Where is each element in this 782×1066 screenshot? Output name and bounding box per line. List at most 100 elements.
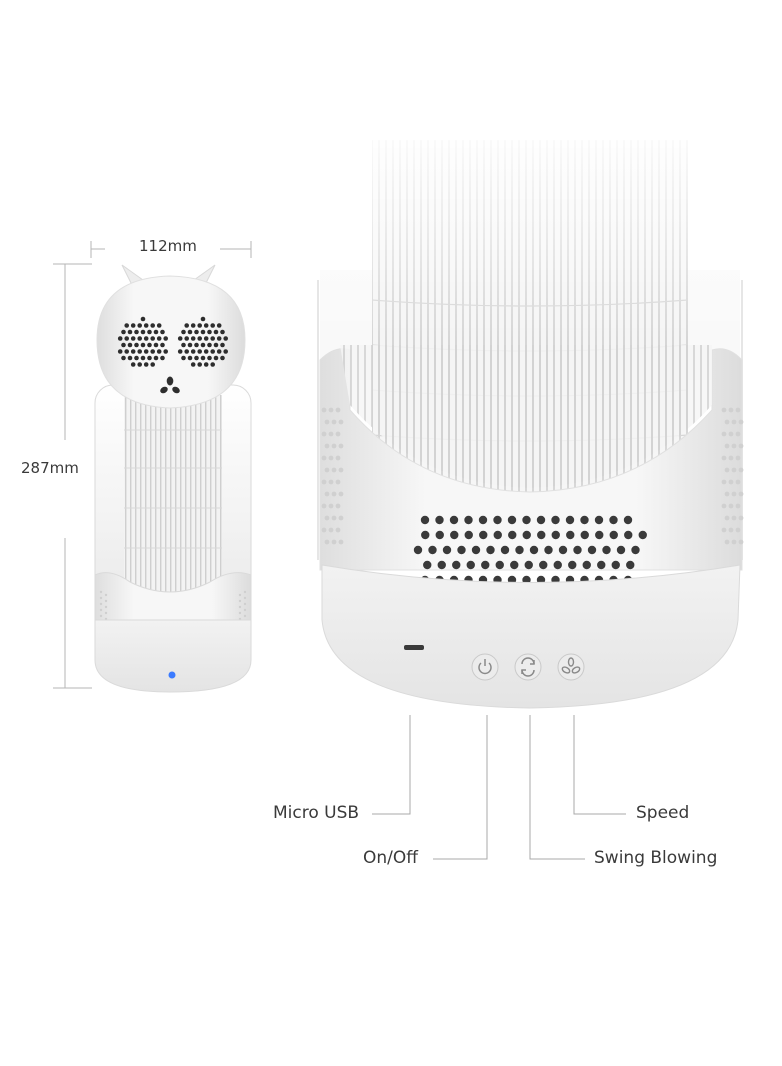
width-dimension-label: 112mm bbox=[139, 237, 197, 255]
vent-hole bbox=[203, 349, 209, 354]
vent-hole bbox=[466, 560, 475, 570]
vent-hole bbox=[335, 431, 341, 437]
vent-hole bbox=[121, 329, 126, 335]
vent-hole bbox=[150, 336, 155, 341]
vent-hole bbox=[194, 329, 199, 335]
vent-hole bbox=[213, 342, 219, 348]
vent-hole bbox=[150, 323, 155, 328]
vent-hole bbox=[544, 545, 553, 555]
speed-button bbox=[557, 653, 585, 681]
vent-hole bbox=[220, 355, 225, 361]
vent-hole bbox=[216, 349, 222, 354]
vent-hole bbox=[220, 329, 225, 335]
vent-hole bbox=[156, 349, 162, 354]
eye-grille-left bbox=[117, 316, 168, 367]
vent-hole bbox=[134, 329, 139, 335]
vent-hole bbox=[243, 596, 247, 600]
vent-hole bbox=[536, 515, 546, 525]
vent-hole bbox=[449, 515, 459, 525]
vent-hole bbox=[328, 527, 334, 533]
vent-hole bbox=[338, 539, 344, 545]
vent-hole bbox=[602, 545, 611, 555]
vent-hole bbox=[163, 349, 168, 354]
vent-hole bbox=[124, 349, 129, 354]
micro-usb-label: Micro USB bbox=[273, 803, 360, 823]
vent-hole bbox=[551, 530, 560, 540]
vent-hole bbox=[728, 407, 734, 413]
vent-hole bbox=[582, 560, 591, 570]
vent-hole bbox=[624, 530, 633, 540]
vent-hole bbox=[153, 329, 159, 335]
vent-hole bbox=[328, 503, 334, 509]
vent-hole bbox=[597, 560, 606, 570]
vent-hole bbox=[335, 503, 341, 509]
vent-hole bbox=[190, 336, 196, 341]
vent-hole bbox=[190, 349, 196, 354]
vent-hole bbox=[99, 608, 103, 612]
vent-hole bbox=[568, 560, 577, 570]
vent-hole bbox=[738, 539, 744, 545]
vent-hole bbox=[335, 455, 341, 461]
vent-hole bbox=[738, 419, 744, 425]
vent-hole bbox=[731, 515, 737, 521]
fan-speed-icon bbox=[561, 657, 581, 674]
vent-hole bbox=[515, 545, 524, 555]
vent-hole bbox=[177, 349, 183, 354]
vent-hole bbox=[140, 355, 146, 361]
vent-hole bbox=[147, 329, 152, 335]
vent-hole bbox=[335, 479, 341, 485]
vent-hole bbox=[200, 316, 206, 322]
vent-hole bbox=[631, 545, 640, 555]
vent-hole bbox=[184, 336, 189, 341]
vent-hole bbox=[493, 515, 502, 525]
vent-hole bbox=[160, 355, 165, 361]
vent-hole bbox=[143, 349, 149, 354]
vent-hole bbox=[324, 491, 330, 497]
vent-hole bbox=[187, 329, 193, 335]
vent-hole bbox=[124, 336, 129, 341]
vent-hole bbox=[134, 342, 139, 348]
vent-hole bbox=[238, 611, 242, 615]
vent-hole bbox=[486, 545, 495, 555]
vent-hole bbox=[207, 355, 212, 361]
vent-hole bbox=[522, 530, 531, 540]
vent-hole bbox=[495, 560, 504, 570]
vent-hole bbox=[721, 503, 727, 509]
swing-blowing-label: Swing Blowing bbox=[594, 848, 718, 868]
vent-hole bbox=[457, 545, 466, 555]
vent-hole bbox=[464, 515, 473, 525]
vent-hole bbox=[321, 503, 327, 509]
vent-hole bbox=[187, 342, 193, 348]
vent-hole bbox=[442, 545, 452, 555]
vent-hole bbox=[140, 342, 146, 348]
vent-hole bbox=[216, 323, 222, 328]
vent-hole bbox=[735, 407, 741, 413]
vent-hole bbox=[104, 611, 108, 615]
vent-hole bbox=[210, 323, 215, 328]
vent-hole bbox=[331, 443, 337, 449]
vent-hole bbox=[160, 342, 165, 348]
vent-hole bbox=[190, 323, 196, 328]
vent-hole bbox=[735, 431, 741, 437]
vent-hole bbox=[328, 407, 334, 413]
vent-hole bbox=[507, 515, 517, 525]
vent-hole bbox=[738, 491, 744, 497]
vent-hole bbox=[160, 329, 165, 335]
vent-hole bbox=[721, 527, 727, 533]
vent-hole bbox=[331, 491, 337, 497]
vent-hole bbox=[493, 530, 502, 540]
vent-hole bbox=[724, 539, 730, 545]
vent-hole bbox=[328, 431, 334, 437]
callout-lines bbox=[372, 715, 626, 860]
vent-hole bbox=[184, 323, 189, 328]
vent-hole bbox=[147, 342, 152, 348]
vent-hole bbox=[731, 491, 737, 497]
vent-hole bbox=[471, 545, 481, 555]
vent-hole bbox=[104, 605, 108, 609]
vent-hole bbox=[104, 599, 108, 603]
vent-hole bbox=[728, 455, 734, 461]
vent-hole bbox=[177, 336, 183, 341]
vent-hole bbox=[324, 515, 330, 521]
vent-hole bbox=[626, 560, 635, 570]
